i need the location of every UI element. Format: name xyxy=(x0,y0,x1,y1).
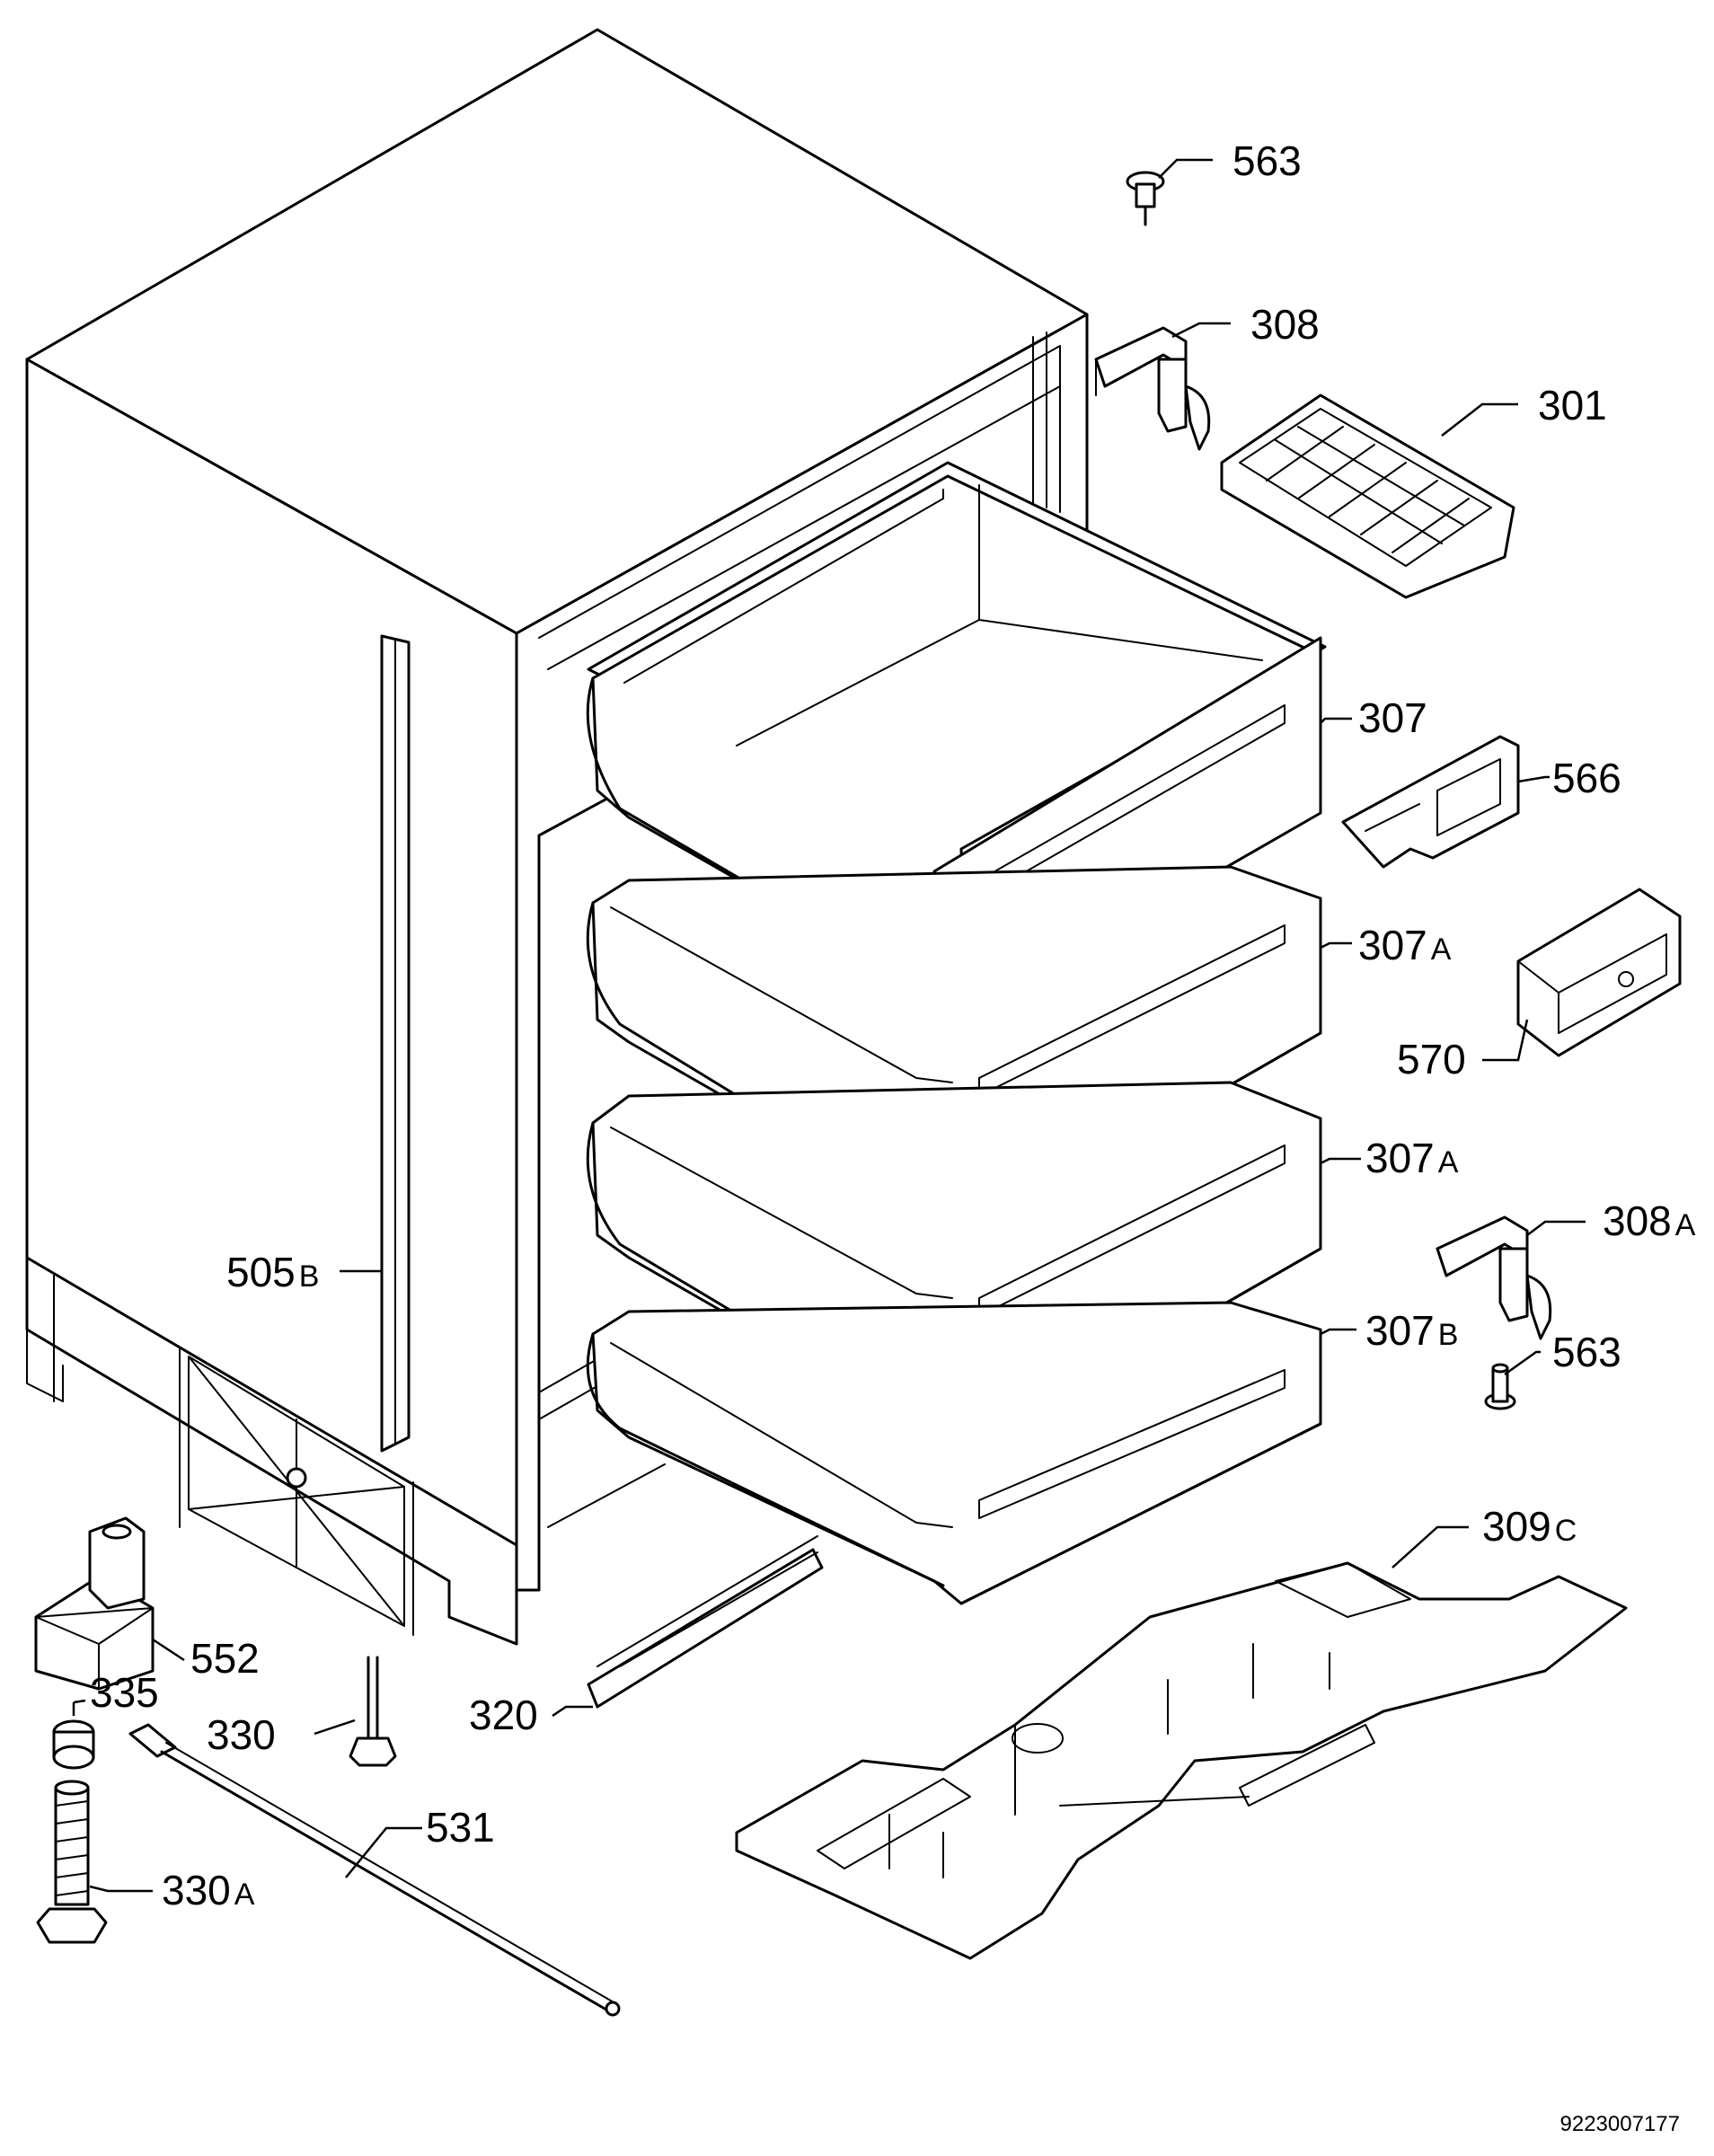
ice-cube-tray-301 xyxy=(1220,393,1515,599)
rod-531 xyxy=(128,1723,621,2017)
callout-number: 531 xyxy=(426,1804,495,1851)
callout-563-top: 563 xyxy=(1232,137,1302,184)
callout-566: 566 xyxy=(1552,755,1621,801)
cover-plate-309c xyxy=(735,1561,1628,1960)
leader-lines xyxy=(72,158,1586,1893)
callout-suffix: C xyxy=(1555,1514,1577,1548)
callout-330: 330 xyxy=(207,1711,276,1758)
callout-number: 552 xyxy=(190,1635,260,1682)
leveling-foot-330a xyxy=(36,1780,108,1944)
callout-number: 563 xyxy=(1232,137,1302,184)
ventilation-grille-320 xyxy=(587,1535,824,1709)
callout-531: 531 xyxy=(426,1804,495,1851)
screw-563-bottom xyxy=(1484,1363,1516,1410)
callout-563-bottom: 563 xyxy=(1552,1329,1621,1375)
hinge-308a xyxy=(1436,1215,1552,1340)
callout-number: 330 xyxy=(207,1711,276,1758)
document-number: 9223007177 xyxy=(1560,2112,1680,2136)
callout-570: 570 xyxy=(1397,1036,1466,1082)
callout-number: 307 xyxy=(1365,1307,1435,1354)
gear-335 xyxy=(52,1719,95,1770)
callout-suffix: A xyxy=(1431,932,1452,967)
hinge-308 xyxy=(1094,326,1211,451)
callout-308: 308 xyxy=(1250,301,1320,348)
callout-suffix: B xyxy=(299,1259,320,1294)
plug-563-top xyxy=(1126,171,1165,226)
callout-number: 308 xyxy=(1250,301,1320,348)
ice-scraper-566 xyxy=(1341,735,1520,869)
foot-screw-330 xyxy=(349,1656,397,1767)
callout-552: 552 xyxy=(190,1635,260,1682)
callout-suffix: A xyxy=(1438,1145,1459,1180)
callout-301: 301 xyxy=(1538,382,1607,429)
callout-number: 307 xyxy=(1358,922,1427,968)
callout-number: 570 xyxy=(1397,1036,1466,1082)
callout-suffix: A xyxy=(234,1878,255,1912)
callout-335: 335 xyxy=(90,1669,159,1716)
callout-suffix: A xyxy=(1675,1208,1696,1242)
callout-number: 563 xyxy=(1552,1329,1621,1375)
butter-compartment-570 xyxy=(1516,888,1682,1057)
drawer-307b xyxy=(586,1301,1322,1605)
callout-number: 330 xyxy=(162,1867,231,1913)
callout-320: 320 xyxy=(469,1692,538,1738)
callout-number: 307 xyxy=(1358,694,1427,741)
callout-number: 505 xyxy=(226,1249,296,1295)
callout-number: 335 xyxy=(90,1669,159,1716)
callout-number: 566 xyxy=(1552,755,1621,801)
callout-307: 307 xyxy=(1358,694,1427,741)
callout-number: 301 xyxy=(1538,382,1607,429)
callout-number: 320 xyxy=(469,1692,538,1738)
callout-suffix: B xyxy=(1438,1318,1459,1352)
callout-number: 309 xyxy=(1482,1503,1551,1550)
callout-number: 307 xyxy=(1365,1135,1435,1181)
callout-number: 308 xyxy=(1603,1197,1672,1244)
bracket-552 xyxy=(34,1516,155,1691)
